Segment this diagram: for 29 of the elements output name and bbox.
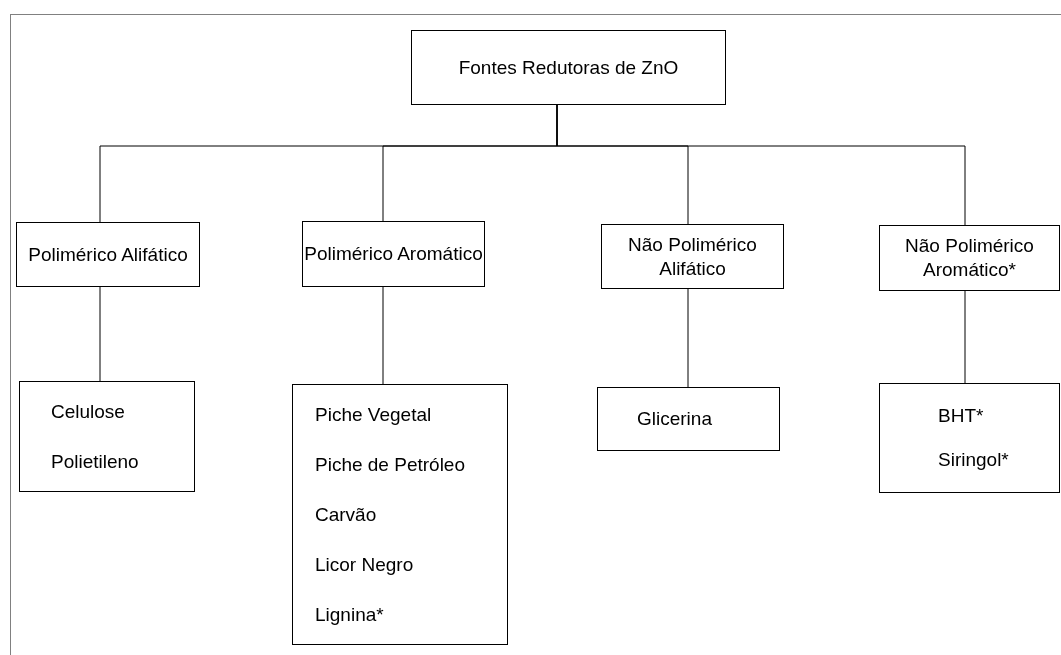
- category-label: Polimérico Alifático: [28, 242, 188, 267]
- category-box: [302, 221, 485, 287]
- connector-line: [964, 290, 966, 384]
- category-label: Não Polimérico Alifático: [627, 232, 758, 281]
- list-item: Glicerina: [637, 407, 713, 431]
- list-item: Siringol*: [938, 448, 1010, 472]
- category-box: [411, 30, 726, 105]
- category-box: [16, 222, 200, 287]
- connector-line: [556, 104, 966, 226]
- list-item: Polietileno: [51, 449, 140, 474]
- list-item: Piche de Petróleo: [315, 452, 466, 477]
- connector-line: [382, 286, 384, 385]
- category-label: Polimérico Aromático: [304, 242, 483, 266]
- list-box: [292, 384, 508, 645]
- category-label: Fontes Redutoras de ZnO: [458, 55, 679, 80]
- list-box: [19, 381, 195, 492]
- category-box: [879, 225, 1060, 291]
- list-box: [879, 383, 1060, 493]
- category-box: [601, 224, 784, 289]
- connector-line: [687, 288, 689, 388]
- category-label: Não Polimérico Aromático*: [904, 234, 1035, 282]
- list-item: Licor Negro: [315, 552, 415, 577]
- list-item: Carvão: [315, 502, 378, 527]
- list-box: [597, 387, 780, 451]
- list-item: Lignina*: [315, 602, 385, 627]
- connector-line: [99, 286, 101, 382]
- list-item: Piche Vegetal: [315, 402, 433, 427]
- list-item: Celulose: [51, 399, 126, 424]
- list-item: BHT*: [938, 404, 985, 428]
